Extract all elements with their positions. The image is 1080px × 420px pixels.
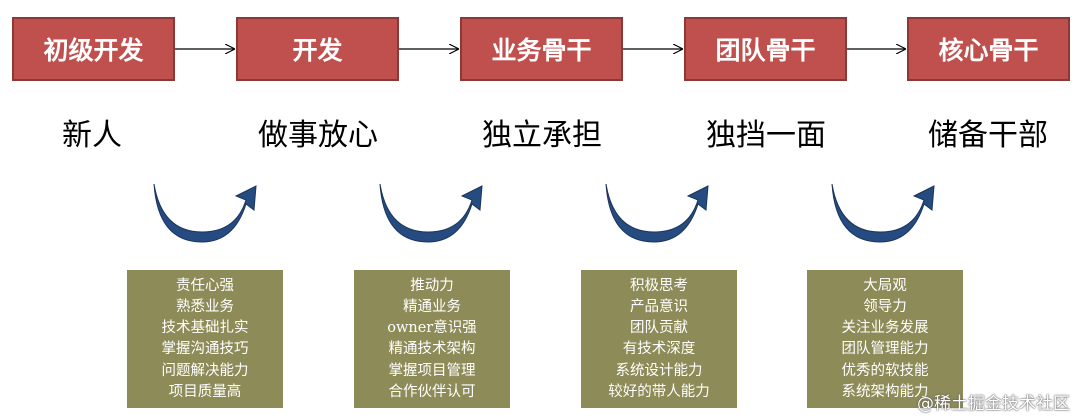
skill-item: 领导力 bbox=[863, 298, 907, 315]
skill-item: 产品意识 bbox=[630, 298, 688, 315]
watermark-text: @稀土掘金技术社区 bbox=[917, 394, 1070, 414]
skill-item: 合作伙伴认可 bbox=[388, 383, 476, 400]
skill-item: 精通技术架构 bbox=[388, 341, 476, 358]
skill-item: 精通业务 bbox=[403, 298, 461, 315]
skill-item: 掌握沟通技巧 bbox=[161, 341, 249, 358]
skill-item: 较好的带人能力 bbox=[608, 383, 710, 400]
stage-box-4: 团队骨干 bbox=[684, 17, 847, 81]
skill-item: 熟悉业务 bbox=[176, 298, 234, 315]
skill-item: 团队管理能力 bbox=[841, 341, 929, 358]
role-label-4: 独挡一面 bbox=[706, 118, 826, 153]
skill-item: 积极思考 bbox=[630, 277, 688, 294]
skill-item: 优秀的软技能 bbox=[841, 362, 929, 379]
skill-box-3: 积极思考 产品意识 团队贡献 有技术深度 系统设计能力 较好的带人能力 bbox=[581, 270, 737, 408]
curved-arrow-4 bbox=[831, 183, 935, 243]
skill-item: 团队贡献 bbox=[630, 320, 688, 337]
role-label-2: 做事放心 bbox=[258, 118, 378, 153]
skill-box-1: 责任心强 熟悉业务 技术基础扎实 掌握沟通技巧 问题解决能力 项目质量高 bbox=[127, 270, 283, 408]
stage-box-1: 初级开发 bbox=[12, 17, 175, 81]
skill-item: 关注业务发展 bbox=[841, 320, 929, 337]
role-label-1: 新人 bbox=[62, 118, 122, 153]
role-label-5: 储备干部 bbox=[928, 118, 1048, 153]
skill-item: 责任心强 bbox=[176, 277, 234, 294]
skill-item: 有技术深度 bbox=[622, 341, 696, 358]
skill-box-4: 大局观 领导力 关注业务发展 团队管理能力 优秀的软技能 系统架构能力 bbox=[807, 270, 963, 408]
stage-box-5: 核心骨干 bbox=[907, 17, 1070, 81]
skill-item: 项目质量高 bbox=[168, 383, 242, 400]
skill-item: 技术基础扎实 bbox=[161, 320, 249, 337]
skill-item: 掌握项目管理 bbox=[388, 362, 476, 379]
stage-box-3: 业务骨干 bbox=[460, 17, 623, 81]
curved-arrow-1 bbox=[153, 183, 257, 243]
role-label-3: 独立承担 bbox=[482, 118, 602, 153]
skill-item: owner意识强 bbox=[387, 320, 477, 337]
stage-box-2: 开发 bbox=[236, 17, 399, 81]
skill-item: 问题解决能力 bbox=[161, 362, 249, 379]
curved-arrow-2 bbox=[379, 183, 483, 243]
skill-item: 系统架构能力 bbox=[841, 383, 929, 400]
skill-item: 大局观 bbox=[863, 277, 907, 294]
skill-item: 推动力 bbox=[410, 277, 454, 294]
skill-item: 系统设计能力 bbox=[615, 362, 703, 379]
curved-arrow-3 bbox=[605, 183, 709, 243]
skill-box-2: 推动力 精通业务 owner意识强 精通技术架构 掌握项目管理 合作伙伴认可 bbox=[354, 270, 510, 408]
